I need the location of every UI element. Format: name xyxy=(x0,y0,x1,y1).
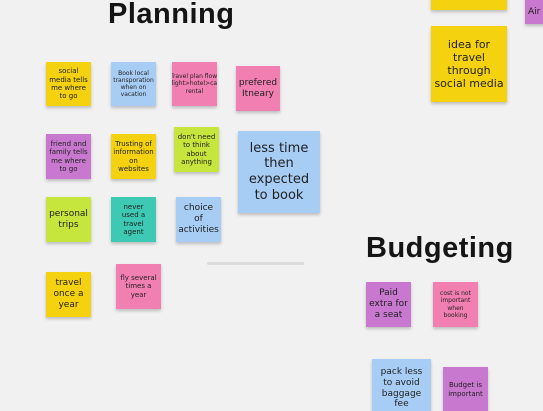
sticky-note-cost-not-important[interactable]: cost is not important when booking xyxy=(433,282,478,327)
sticky-note-travel-once[interactable]: travel once a year xyxy=(46,272,91,317)
sticky-note-trusting-info[interactable]: Trusting of information on websites xyxy=(111,134,156,179)
sticky-note-fly-several[interactable]: fly several times a year xyxy=(116,264,161,309)
budgeting-heading: Budgeting xyxy=(366,232,514,264)
sticky-note-budget-important[interactable]: Budget is important xyxy=(443,367,488,411)
sticky-note-friend-family[interactable]: friend and family tells me where to go xyxy=(46,134,91,179)
sticky-note-prefered-itneary[interactable]: prefered Itneary xyxy=(236,66,280,111)
planning-heading: Planning xyxy=(108,0,235,30)
sticky-note-idea-travel[interactable]: idea for travel through social media xyxy=(431,26,507,102)
sticky-note-book-local[interactable]: Book local transporation when on vacatio… xyxy=(111,62,156,106)
sticky-note-dont-need-think[interactable]: don't need to think about anything xyxy=(174,127,219,172)
sticky-note-choice-activities[interactable]: choice of activities xyxy=(176,197,221,242)
sticky-note-less-time[interactable]: less time then expected to book xyxy=(238,131,320,213)
sticky-note-personal-trips[interactable]: personal trips xyxy=(46,197,91,242)
sticky-note-travel-plan-flow[interactable]: Travel plan flow: flight>hotel>car renta… xyxy=(172,62,217,106)
sticky-note-social-media[interactable]: social media tells me where to go xyxy=(46,62,91,106)
sticky-note-never-used-agent[interactable]: never used a travel agent xyxy=(111,197,156,242)
sticky-note-partial-top[interactable] xyxy=(431,0,507,10)
sticky-note-pack-less[interactable]: pack less to avoid baggage fee xyxy=(372,359,431,411)
sticky-note-partial-air[interactable]: Air xyxy=(525,0,543,24)
sticky-note-paid-extra[interactable]: Paid extra for a seat xyxy=(366,282,411,327)
scroll-indicator[interactable] xyxy=(207,262,304,265)
